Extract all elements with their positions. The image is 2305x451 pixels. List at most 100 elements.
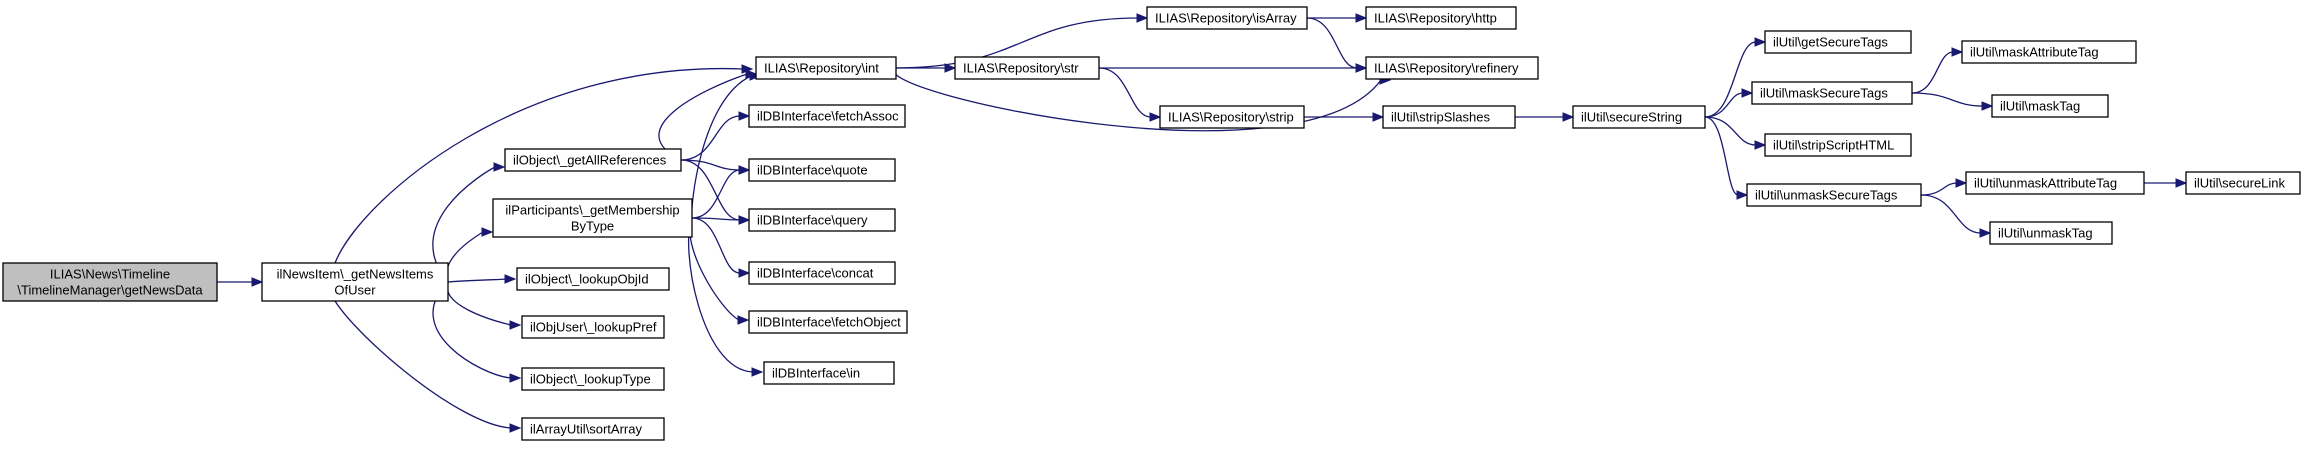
node-box bbox=[748, 158, 896, 182]
arrowhead-icon bbox=[481, 227, 494, 237]
node-label: ILIAS\News\Timeline bbox=[50, 267, 170, 282]
edge-getMembershipByType-to-repoInt bbox=[691, 71, 762, 219]
node-repo-str[interactable]: ILIAS\Repository\str bbox=[954, 56, 1100, 80]
node-label: ilUtil\getSecureTags bbox=[1773, 35, 1888, 50]
node-concat[interactable]: ilDBInterface\concat bbox=[748, 261, 896, 285]
edge-repoInt-to-repoIsArray bbox=[895, 13, 1149, 69]
node-box bbox=[1764, 30, 1912, 54]
edge-stripSlashes-to-secureString bbox=[1515, 112, 1575, 122]
arrowhead-icon bbox=[738, 165, 751, 175]
node-mask-tag[interactable]: ilUtil\maskTag bbox=[1991, 94, 2109, 118]
node-box bbox=[1382, 105, 1516, 129]
node-box bbox=[521, 367, 665, 391]
node-mask-attribute-tag[interactable]: ilUtil\maskAttributeTag bbox=[1961, 40, 2137, 64]
node-label: ilDBInterface\fetchObject bbox=[757, 315, 901, 330]
node-strip-script-html[interactable]: ilUtil\stripScriptHTML bbox=[1764, 133, 1912, 157]
node-box bbox=[1989, 221, 2113, 245]
node-box bbox=[261, 262, 449, 302]
node-db-in[interactable]: ilDBInterface\in bbox=[763, 361, 895, 385]
arrowhead-icon bbox=[2175, 178, 2188, 188]
edge-line bbox=[691, 217, 741, 221]
node-secure-link[interactable]: ilUtil\secureLink bbox=[2185, 171, 2301, 195]
node-quote[interactable]: ilDBInterface\quote bbox=[748, 158, 896, 182]
arrowhead-icon bbox=[1372, 112, 1385, 122]
edge-line bbox=[1920, 182, 1958, 196]
node-repo-strip[interactable]: ILIAS\Repository\strip bbox=[1159, 105, 1305, 129]
node-repo-http[interactable]: ILIAS\Repository\http bbox=[1365, 6, 1517, 30]
node-box bbox=[748, 310, 908, 334]
node-secure-string[interactable]: ilUtil\secureString bbox=[1572, 105, 1706, 129]
node-box bbox=[748, 104, 906, 128]
edge-unmaskSecureTags-to-unmaskAttributeTag bbox=[1920, 178, 1968, 196]
node-root[interactable]: ILIAS\News\Timeline\TimelineManager\getN… bbox=[2, 262, 218, 302]
node-box bbox=[1365, 6, 1517, 30]
edge-getMembershipByType-to-query bbox=[691, 215, 751, 225]
arrowhead-icon bbox=[749, 71, 762, 81]
node-query[interactable]: ilDBInterface\query bbox=[748, 208, 896, 232]
node-box bbox=[1365, 56, 1539, 80]
edge-secureString-to-unmaskSecureTags bbox=[1704, 116, 1749, 200]
node-fetch-assoc[interactable]: ilDBInterface\fetchAssoc bbox=[748, 104, 906, 128]
arrowhead-icon bbox=[1149, 112, 1162, 122]
arrowhead-icon bbox=[944, 63, 957, 73]
node-strip-slashes[interactable]: ilUtil\stripSlashes bbox=[1382, 105, 1516, 129]
node-unmask-secure-tags[interactable]: ilUtil\unmaskSecureTags bbox=[1746, 183, 1922, 207]
node-box bbox=[1961, 40, 2137, 64]
edge-line bbox=[1704, 92, 1744, 118]
node-unmask-attribute-tag[interactable]: ilUtil\unmaskAttributeTag bbox=[1965, 171, 2145, 195]
edge-line bbox=[446, 281, 512, 326]
node-repo-int[interactable]: ILIAS\Repository\int bbox=[755, 56, 897, 80]
edge-line bbox=[1704, 41, 1757, 118]
node-label: ILIAS\Repository\int bbox=[764, 61, 879, 76]
node-repo-refinery[interactable]: ILIAS\Repository\refinery bbox=[1365, 56, 1539, 80]
edge-line bbox=[1704, 116, 1757, 146]
node-repo-is-array[interactable]: ILIAS\Repository\isArray bbox=[1146, 6, 1308, 30]
edge-repoInt-to-repoStr bbox=[896, 63, 957, 73]
edge-unmaskSecureTags-to-unmaskTag bbox=[1920, 194, 1992, 238]
arrowhead-icon bbox=[1741, 88, 1754, 98]
node-label: ilDBInterface\quote bbox=[757, 163, 868, 178]
edge-line bbox=[1911, 51, 1954, 94]
edge-repoIsArray-to-repoHttp bbox=[1307, 13, 1368, 23]
node-label: ilUtil\unmaskSecureTags bbox=[1755, 188, 1898, 203]
node-box bbox=[1746, 183, 1922, 207]
arrowhead-icon bbox=[509, 373, 522, 383]
function-nodes: ILIAS\News\Timeline\TimelineManager\getN… bbox=[2, 6, 2301, 441]
edge-line bbox=[895, 17, 1139, 69]
node-label: ilDBInterface\query bbox=[757, 213, 868, 228]
node-box bbox=[504, 148, 682, 172]
edge-repoIsArray-to-repoRefinery bbox=[1306, 17, 1368, 73]
node-get-secure-tags[interactable]: ilUtil\getSecureTags bbox=[1764, 30, 1912, 54]
node-label: ILIAS\Repository\http bbox=[1374, 11, 1497, 26]
edge-line bbox=[687, 217, 754, 373]
edge-line bbox=[446, 231, 484, 283]
edge-line bbox=[680, 115, 741, 161]
node-box bbox=[521, 417, 665, 441]
edge-getNewsItemsOfUser-to-sortArray bbox=[334, 300, 522, 433]
edge-line bbox=[1920, 194, 1982, 234]
arrowhead-icon bbox=[1355, 63, 1368, 73]
edge-getMembershipByType-to-concat bbox=[691, 217, 751, 278]
node-lookup-pref[interactable]: ilObjUser\_lookupPref bbox=[521, 315, 665, 339]
node-lookup-type[interactable]: ilObject\_lookupType bbox=[521, 367, 665, 391]
arrowhead-icon bbox=[493, 162, 506, 172]
node-mask-secure-tags[interactable]: ilUtil\maskSecureTags bbox=[1751, 81, 1913, 105]
node-get-all-references[interactable]: ilObject\_getAllReferences bbox=[504, 148, 682, 172]
edge-getNewsItemsOfUser-to-getAllReferences bbox=[432, 162, 506, 283]
node-sort-array[interactable]: ilArrayUtil\sortArray bbox=[521, 417, 665, 441]
edge-line bbox=[1704, 116, 1739, 196]
node-box bbox=[2, 262, 218, 302]
node-label: ByType bbox=[571, 219, 614, 234]
node-label: ilUtil\stripSlashes bbox=[1391, 110, 1490, 125]
node-label: OfUser bbox=[334, 283, 376, 298]
node-label: ilDBInterface\fetchAssoc bbox=[757, 109, 899, 124]
node-fetch-object[interactable]: ilDBInterface\fetchObject bbox=[748, 310, 908, 334]
arrowhead-icon bbox=[504, 274, 517, 284]
edge-maskSecureTags-to-maskTag bbox=[1911, 92, 1994, 111]
node-label: ilUtil\secureLink bbox=[2194, 176, 2286, 191]
edge-secureString-to-stripScriptHTML bbox=[1704, 116, 1767, 150]
node-unmask-tag[interactable]: ilUtil\unmaskTag bbox=[1989, 221, 2113, 245]
node-lookup-obj-id[interactable]: ilObject\_lookupObjId bbox=[516, 267, 670, 291]
